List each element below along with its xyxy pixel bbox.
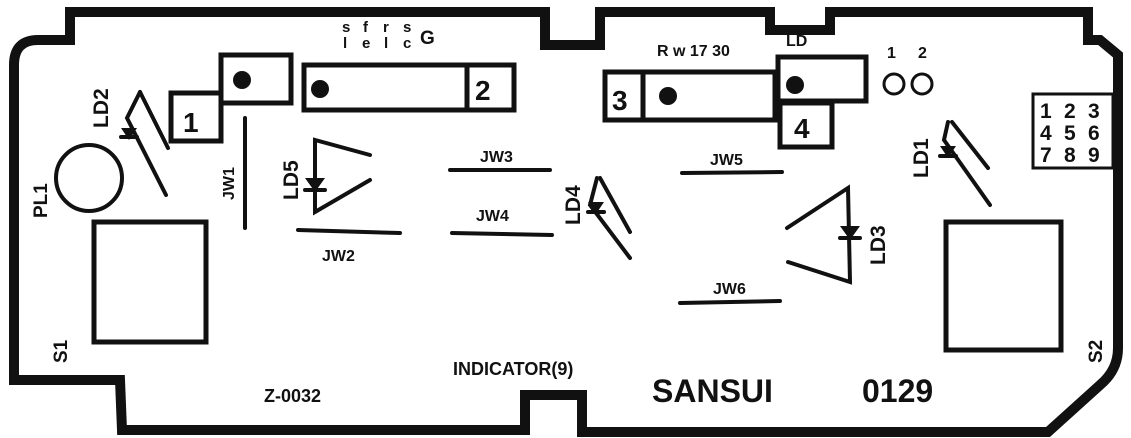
jumper-jw2-label: JW2 — [322, 248, 355, 265]
led-ld5-label: LD5 — [280, 160, 303, 200]
led-point-1-ring — [882, 72, 906, 96]
keypad-digit: 7 — [1040, 144, 1052, 167]
board-brand: SANSUI — [652, 373, 773, 409]
led-point-2-label: 2 — [918, 45, 927, 62]
keypad-digit: 4 — [1040, 122, 1052, 145]
led-ld3-symbol — [785, 184, 862, 285]
resistor-label: R w 17 30 — [657, 43, 730, 60]
switch-s1-box — [91, 219, 209, 345]
header-pin-s: s — [342, 19, 350, 36]
header-pin-g: G — [420, 28, 435, 49]
switch-s2-box — [943, 219, 1064, 353]
jumper-jw5-label: JW5 — [710, 152, 743, 169]
led-point-2-ring — [910, 72, 934, 96]
ld-label: LD — [786, 33, 807, 50]
header-pin-s2: s — [403, 19, 411, 36]
board-code: 0129 — [862, 373, 933, 409]
jumper-jw5-line — [680, 170, 784, 175]
lamp-pl1-label: PL1 — [31, 183, 52, 218]
pad-4-label: 4 — [794, 113, 810, 144]
keypad-digit: 2 — [1064, 100, 1076, 123]
pad-1-box — [168, 90, 224, 144]
led-ld1-symbol — [938, 120, 992, 207]
led-ld2-symbol — [119, 90, 170, 197]
header-pin-r: r — [383, 19, 389, 36]
jumper-jw4-line — [450, 231, 554, 237]
header-pin-dot — [311, 80, 329, 98]
header-pin-f: f — [363, 19, 369, 36]
led-ld3-label: LD3 — [867, 225, 890, 265]
keypad-digits: 1 2 3 4 5 6 7 8 9 — [1040, 100, 1100, 167]
header-pin-e: e — [362, 35, 370, 52]
led-ld4-label: LD4 — [562, 185, 585, 225]
led-point-1-label: 1 — [887, 45, 896, 62]
pad-1-label: 1 — [183, 107, 199, 138]
jumper-jw2-line — [296, 228, 402, 235]
lamp-pl1-circle — [54, 143, 124, 213]
keypad-box — [1031, 92, 1115, 170]
led-ld5-symbol — [303, 137, 372, 216]
jumper-jw3-label: JW3 — [480, 149, 513, 166]
switch-s1-label: S1 — [51, 339, 72, 363]
switch-s2-label: S2 — [1086, 340, 1107, 363]
connector-left-box — [218, 52, 294, 106]
keypad-digit: 8 — [1064, 144, 1076, 167]
connector-header-labels: s l f e r l s c G — [342, 19, 435, 52]
board-title: INDICATOR(9) — [453, 359, 573, 379]
pad-3-label: 3 — [612, 85, 628, 116]
keypad-digit: 1 — [1040, 100, 1052, 123]
led-ld4-symbol — [586, 176, 632, 260]
pad-2-label: 2 — [475, 75, 491, 106]
resistor-pin-dot — [659, 87, 677, 105]
keypad-digit: 5 — [1064, 122, 1076, 145]
header-pin-c: c — [403, 35, 411, 52]
connector-left-pin — [233, 71, 251, 89]
board-part-number: Z-0032 — [264, 386, 321, 406]
ld-pin-dot — [786, 76, 804, 94]
board-outline — [9, 7, 1123, 437]
header-pin-l: l — [343, 35, 347, 52]
keypad-digit: 3 — [1088, 100, 1100, 123]
keypad-digit: 6 — [1088, 122, 1100, 145]
header-main-box — [301, 62, 517, 113]
pad-4-box — [777, 100, 835, 150]
jumper-jw1-label: JW1 — [221, 167, 238, 200]
led-ld2-label: LD2 — [90, 88, 113, 128]
jumper-jw6-line — [678, 299, 782, 305]
jumper-jw6-label: JW6 — [713, 281, 746, 298]
header-pin-l2: l — [384, 35, 388, 52]
keypad-digit: 9 — [1088, 144, 1100, 167]
jumper-jw4-label: JW4 — [476, 208, 509, 225]
resistor-box — [602, 69, 778, 123]
led-ld1-label: LD1 — [910, 138, 933, 178]
